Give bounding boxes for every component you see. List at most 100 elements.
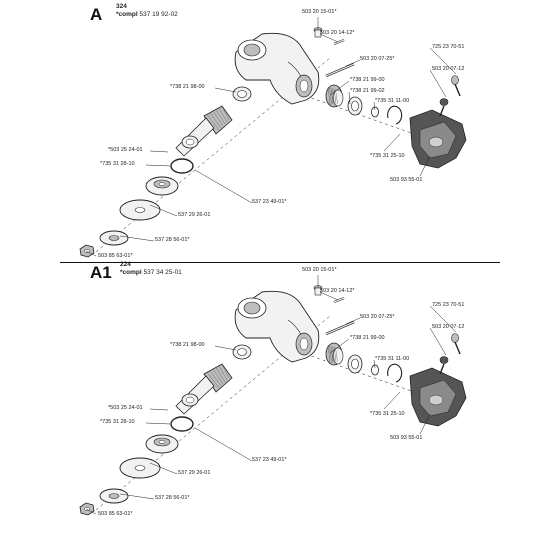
screw-icon [451, 333, 461, 355]
section-1-art [79, 27, 467, 258]
leader-line [319, 33, 339, 43]
screw-icon [325, 62, 355, 78]
model-number: 224 [120, 261, 131, 268]
spline-shaft-icon [175, 105, 233, 157]
leader-line [429, 305, 457, 333]
part-number-label: 503 20 07-12 [432, 324, 465, 330]
leader-line [149, 150, 169, 153]
part-number-label: *738 21 98-00 [170, 342, 205, 348]
section-divider [60, 262, 500, 263]
part-number-label: *503 25 24-01 [108, 405, 143, 411]
bevel-gear-icon [325, 84, 344, 108]
leader-line [319, 291, 339, 301]
leader-line [429, 69, 447, 98]
bevel-gear-icon [325, 342, 344, 366]
part-number-label: 503 93 55-01 [390, 435, 423, 441]
compl-number: 537 34 25-01 [143, 269, 182, 276]
bearing-icon [232, 344, 252, 360]
part-number-label: *735 31 11-00 [375, 98, 410, 104]
leader-line [419, 155, 431, 177]
circlip-icon [387, 363, 403, 383]
part-number-label: 503 20 07-12 [432, 66, 465, 72]
part-number-label: *735 31 25-10 [370, 411, 405, 417]
part-number-label: 503 20 15-01* [302, 9, 337, 15]
part-number-label: *738 21 99-00 [350, 77, 385, 83]
circlip-icon [387, 105, 403, 125]
guard-cover-icon [409, 367, 467, 427]
part-number-label: 503 85 63-01* [98, 253, 133, 259]
gear-housing [234, 32, 320, 105]
leader-line [85, 508, 97, 515]
part-number-label: *503 25 24-01 [108, 147, 143, 153]
thrust-washer-icon [119, 199, 161, 221]
compl-assembly-number: *compl 537 19 92-02 [116, 11, 178, 19]
screw-icon [325, 320, 355, 336]
leader-line [419, 413, 431, 435]
bearing-icon [347, 96, 363, 116]
leader-line [145, 164, 171, 167]
leader-line [329, 80, 350, 96]
leader-line [119, 493, 155, 500]
part-number-label: *735 31 25-10 [370, 153, 405, 159]
circlip-icon [170, 416, 194, 432]
leader-line [345, 59, 361, 67]
compl-number: 537 19 92-02 [139, 11, 178, 18]
leader-line [149, 408, 169, 411]
leader-line [194, 427, 253, 462]
part-number-label: 503 85 63-01* [98, 511, 133, 517]
leader-line [383, 391, 401, 410]
screw-icon [439, 98, 449, 117]
leader-line [145, 422, 171, 425]
part-number-label: 503 20 07-25* [360, 314, 395, 320]
leader-line [429, 327, 447, 356]
screw-icon [333, 296, 345, 304]
leader-line [119, 235, 155, 242]
part-number-label: *738 21 99-00 [350, 335, 385, 341]
support-cup-icon [145, 434, 179, 454]
leader-line [383, 133, 401, 152]
leader-line [345, 317, 361, 325]
screw-icon [333, 38, 345, 46]
screw-icon [451, 75, 461, 97]
washer-icon [371, 106, 379, 118]
leader-line [194, 169, 253, 204]
gear-housing [234, 290, 320, 363]
part-number-label: 537 29 26-01 [178, 212, 211, 218]
part-number-label: 537 23 49-01* [252, 199, 287, 205]
compl-prefix: *compl [116, 11, 138, 18]
part-number-label: 537 28 56-01* [155, 237, 190, 243]
axis-line [299, 93, 461, 151]
leader-line [214, 345, 237, 351]
bearing-icon [232, 86, 252, 102]
nut-icon [79, 244, 95, 258]
section-letter: A1 [90, 263, 112, 282]
part-number-label: 503 93 55-01 [390, 177, 423, 183]
leader-line [85, 250, 97, 257]
section-2-art [79, 285, 467, 516]
guard-cover-icon [409, 109, 467, 169]
part-number-label: 537 23 49-01* [252, 457, 287, 463]
support-flange-icon [99, 488, 129, 504]
part-number-label: 503 20 14-12* [320, 288, 355, 294]
part-number-label: 503 20 15-01* [302, 267, 337, 273]
compl-prefix: *compl [120, 269, 142, 276]
support-flange-icon [99, 230, 129, 246]
part-number-label: *735 31 28-10 [100, 419, 135, 425]
axis-line [299, 351, 461, 409]
leader-line [348, 91, 351, 105]
part-number-label: *738 21 99-02 [350, 88, 385, 94]
spline-shaft-icon [175, 363, 233, 415]
part-number-label: 503 20 07-25* [360, 56, 395, 62]
washer-icon [371, 364, 379, 376]
part-number-label: *738 21 98-00 [170, 84, 205, 90]
support-cup-icon [145, 176, 179, 196]
part-number-label: 537 28 56-01* [155, 495, 190, 501]
leader-line [214, 87, 237, 93]
part-number-label: 537 29 26-01 [178, 470, 211, 476]
leader-line [149, 204, 178, 217]
thrust-washer-icon [119, 457, 161, 479]
part-number-label: 725 23 70-51 [432, 302, 465, 308]
nut-icon [79, 502, 95, 516]
